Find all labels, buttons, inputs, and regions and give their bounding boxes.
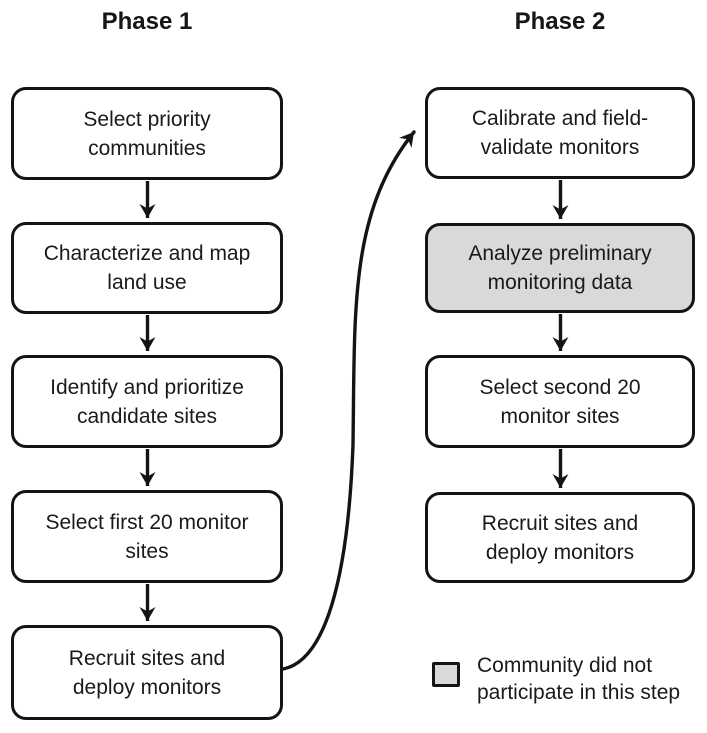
phase1-step-2: Characterize and map land use [11,222,283,314]
phase2-step-3: Select second 20 monitor sites [425,355,695,448]
phase2-step-2-shaded: Analyze preliminary monitoring data [425,223,695,313]
legend: Community did not participate in this st… [432,652,702,706]
phase1-step-3: Identify and prioritize candidate sites [11,355,283,448]
phase2-title: Phase 2 [514,8,606,35]
legend-label: Community did not participate in this st… [477,654,681,704]
phase1-step-4: Select first 20 monitor sites [11,490,283,583]
legend-shaded-swatch [432,662,460,687]
phase1-step-5: Recruit sites and deploy monitors [11,625,283,720]
phase1-title: Phase 1 [101,8,193,35]
phase1-step-1: Select priority communities [11,87,283,180]
phase2-step-1: Calibrate and field- validate monitors [425,87,695,179]
phase2-step-4: Recruit sites and deploy monitors [425,492,695,583]
phase1-to-phase2-arrow [281,130,416,671]
